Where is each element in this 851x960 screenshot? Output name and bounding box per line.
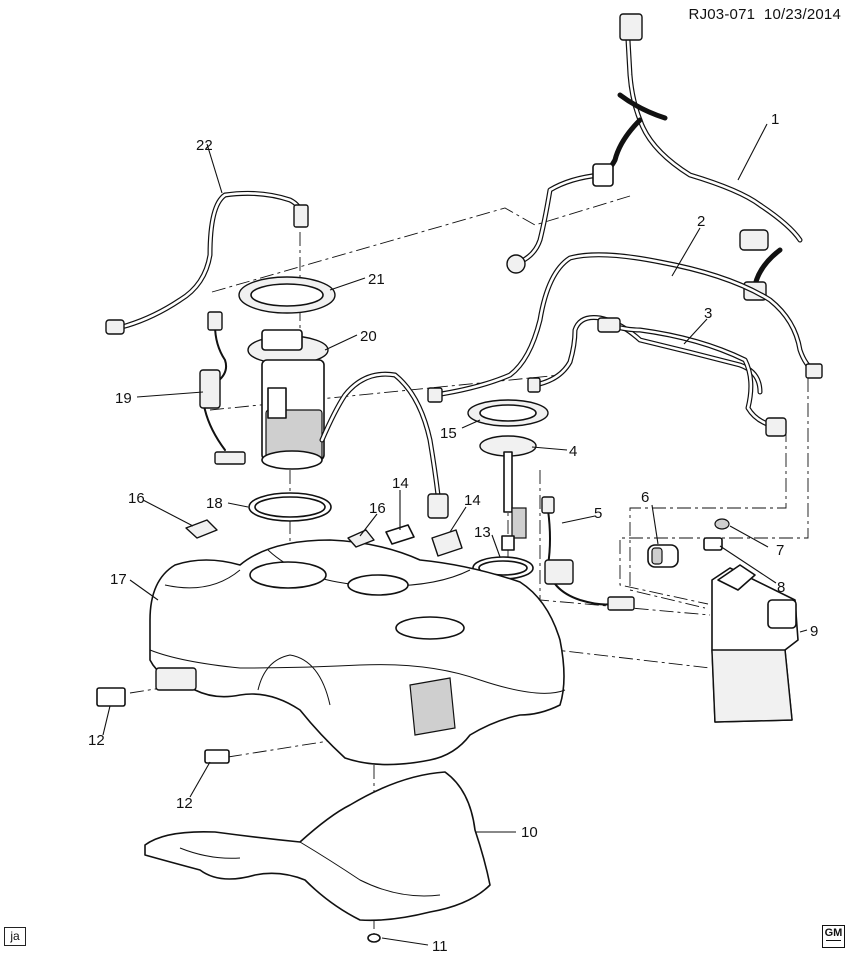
sender-lock-ring xyxy=(467,399,549,427)
callout-21: 21 xyxy=(368,271,385,288)
evap-canister xyxy=(711,564,799,723)
callout-labels: 1 2 3 4 5 6 7 8 9 10 11 12 12 13 14 14 1… xyxy=(88,111,818,955)
callout-7: 7 xyxy=(776,542,784,559)
insulator-pad xyxy=(204,749,230,764)
vent-valve xyxy=(647,544,679,568)
callout-9: 9 xyxy=(810,623,818,640)
callout-12: 12 xyxy=(176,795,193,812)
callout-2: 2 xyxy=(697,213,705,230)
sensor-harness xyxy=(199,311,246,465)
fuel-tank xyxy=(149,539,566,766)
corner-tag: ja xyxy=(4,927,26,946)
callout-22: 22 xyxy=(196,137,213,154)
callout-8: 8 xyxy=(777,579,785,596)
connector xyxy=(427,493,449,519)
reference-code: RJ03-071 xyxy=(688,6,756,23)
callout-1: 1 xyxy=(771,111,779,128)
callout-11: 11 xyxy=(432,938,448,955)
callout-19: 19 xyxy=(115,390,132,407)
fuel-pump-module xyxy=(247,329,329,470)
insulator-pad xyxy=(96,687,126,707)
callout-18: 18 xyxy=(206,495,223,512)
callout-20: 20 xyxy=(360,328,377,345)
callout-4: 4 xyxy=(569,443,577,460)
callout-5: 5 xyxy=(594,505,602,522)
callout-16: 16 xyxy=(128,490,145,507)
bracket xyxy=(703,537,723,551)
callout-14: 14 xyxy=(392,475,409,492)
callout-17: 17 xyxy=(110,571,127,588)
fuel-level-sender xyxy=(479,435,537,551)
pad xyxy=(385,524,415,545)
clip xyxy=(714,518,730,530)
diagram-reference: RJ03-071 10/23/2014 xyxy=(689,6,841,23)
reference-date: 10/23/2014 xyxy=(763,6,841,23)
callout-16: 16 xyxy=(369,500,386,517)
pad xyxy=(431,529,463,557)
wiring-harness xyxy=(506,13,803,301)
callout-10: 10 xyxy=(521,824,538,841)
callout-15: 15 xyxy=(440,425,457,442)
evap-lines xyxy=(527,315,787,437)
jumper-harness xyxy=(541,496,635,611)
pump-seal xyxy=(248,492,332,522)
fuel-feed-line xyxy=(427,252,823,403)
fastener xyxy=(367,933,381,943)
pad xyxy=(185,519,218,539)
lock-ring xyxy=(238,276,336,314)
pump-harness xyxy=(105,190,309,335)
callout-12: 12 xyxy=(88,732,105,749)
callout-14: 14 xyxy=(464,492,481,509)
callout-3: 3 xyxy=(704,305,712,322)
callout-6: 6 xyxy=(641,489,649,506)
heat-shield xyxy=(144,771,491,922)
logo-underline xyxy=(826,940,841,941)
callout-13: 13 xyxy=(474,524,491,541)
pad xyxy=(347,529,375,548)
gm-logo: GM xyxy=(822,925,845,948)
gm-logo-text: GM xyxy=(824,927,843,939)
leader-lines xyxy=(102,123,808,946)
